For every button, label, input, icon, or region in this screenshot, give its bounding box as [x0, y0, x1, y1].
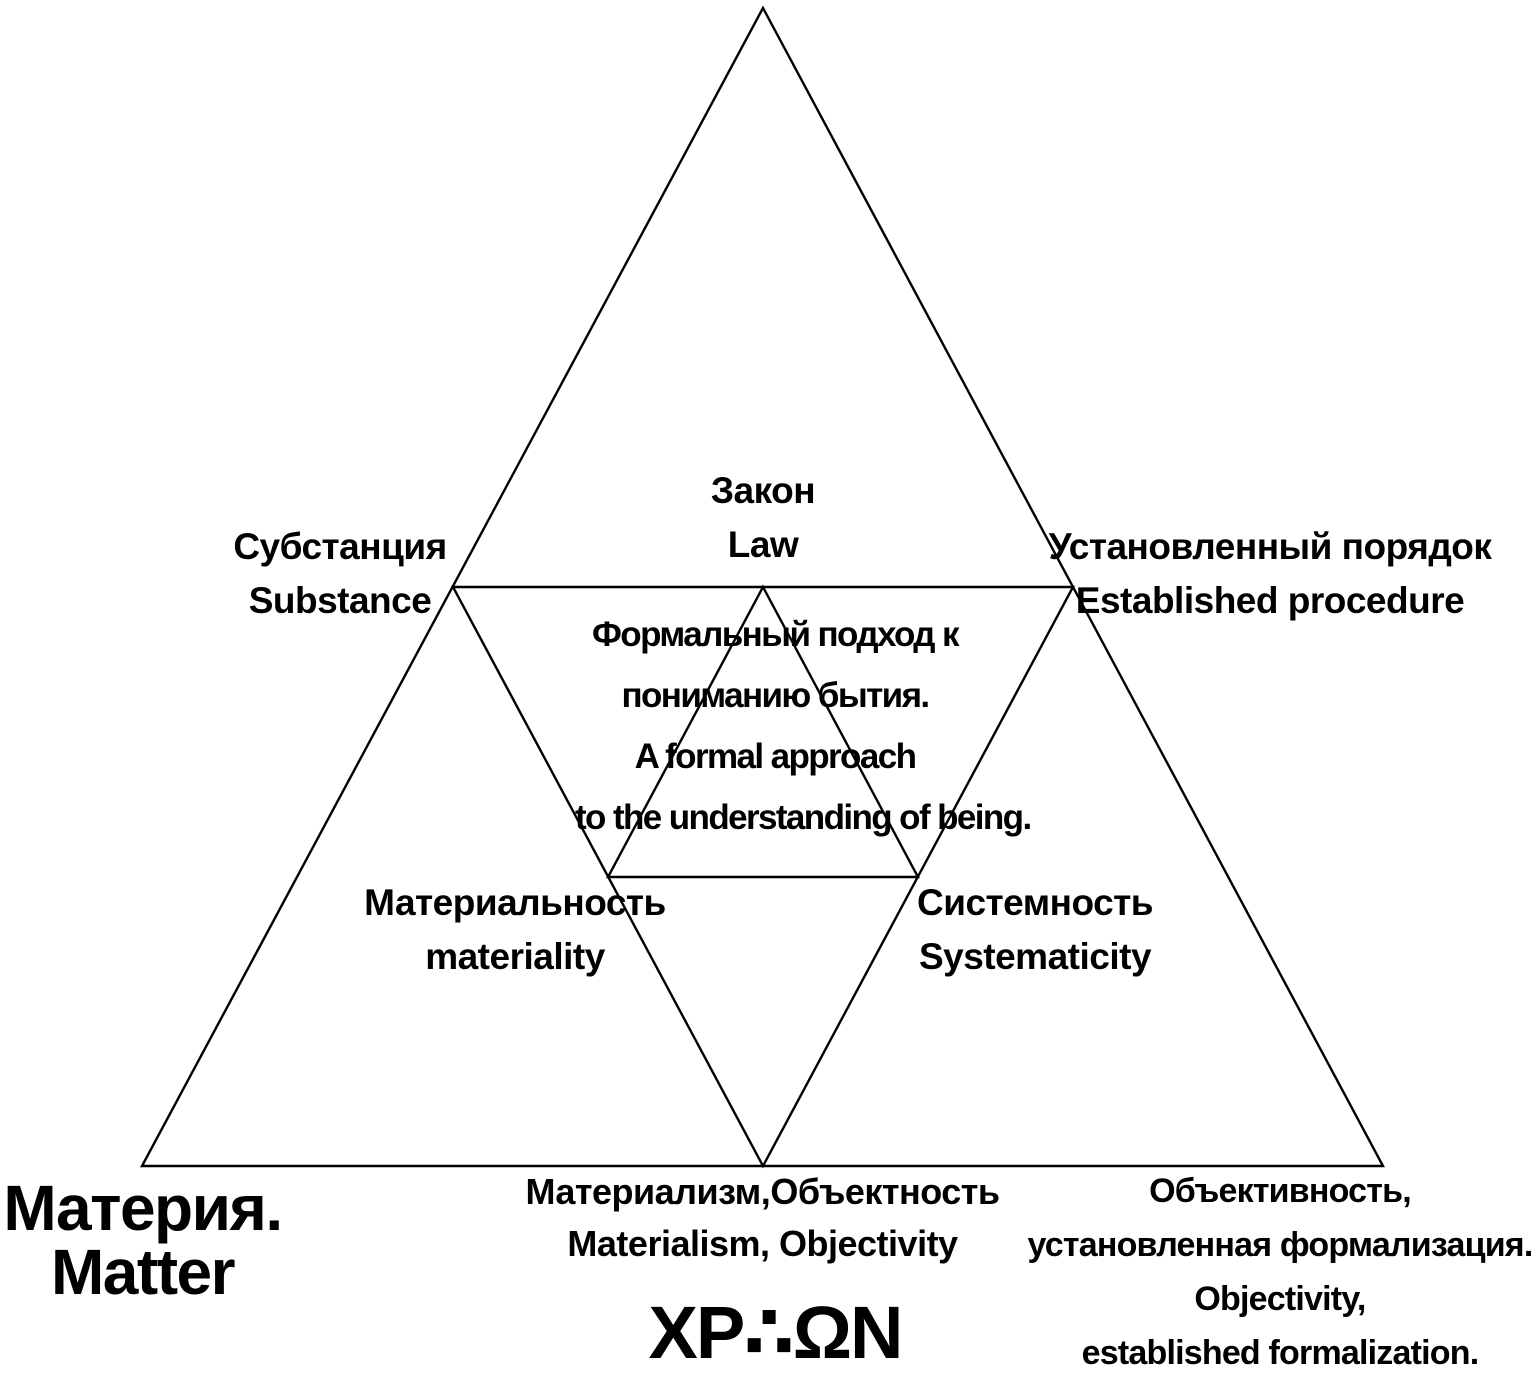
central-triangle: [605, 584, 921, 879]
materiality-label-ru: Материальность: [364, 882, 666, 923]
center-label-line-3: A formal approach: [634, 737, 917, 776]
law-label-en: Law: [727, 524, 799, 565]
established-procedure-label-en: Established procedure: [1075, 580, 1465, 621]
matter-label-ru: Материя.: [3, 1172, 283, 1244]
materiality-label: Материальность materiality: [330, 884, 700, 992]
substance-label-ru: Субстанция: [233, 526, 447, 567]
materialism-objectivity-label: Материализм,Объектность Materialism, Obj…: [490, 1174, 1035, 1278]
objectivity-formalization-line-4: established formalization.: [1081, 1334, 1480, 1372]
center-label-line-2: пониманию бытия.: [621, 676, 930, 715]
systematicity-label-en: Systematicity: [918, 936, 1152, 977]
objectivity-formalization-line-3: Objectivity,: [1194, 1280, 1366, 1318]
matter-label-en: Matter: [50, 1236, 236, 1308]
materialism-objectivity-label-en: Materialism, Objectivity: [567, 1223, 958, 1264]
logo-text: ΧΡ∴ΩΝ: [648, 1291, 904, 1374]
law-label-ru: Закон: [710, 470, 816, 511]
established-procedure-label: Установленный порядок Established proced…: [1020, 528, 1520, 636]
objectivity-formalization-line-2: установленная формализация.: [1027, 1226, 1534, 1264]
matter-label: Материя. Matter: [0, 1176, 285, 1304]
law-label: Закон Law: [663, 472, 863, 580]
objectivity-formalization-line-1: Объективность,: [1149, 1172, 1412, 1210]
substance-label: Субстанция Substance: [190, 528, 490, 636]
objectivity-formalization-label: Объективность, установленная формализаци…: [1010, 1174, 1536, 1390]
materiality-label-en: materiality: [425, 936, 605, 977]
center-label-line-1: Формальный подход к: [592, 615, 960, 654]
center-label-line-4: to the understanding of being.: [575, 798, 1032, 837]
substance-label-en: Substance: [248, 580, 432, 621]
systematicity-label: Системность Systematicity: [880, 884, 1190, 992]
materialism-objectivity-label-ru: Материализм,Объектность: [525, 1171, 1000, 1212]
systematicity-label-ru: Системность: [916, 882, 1154, 923]
center-label: Формальный подход к пониманию бытия. A f…: [575, 615, 1032, 861]
established-procedure-label-ru: Установленный порядок: [1048, 526, 1492, 567]
